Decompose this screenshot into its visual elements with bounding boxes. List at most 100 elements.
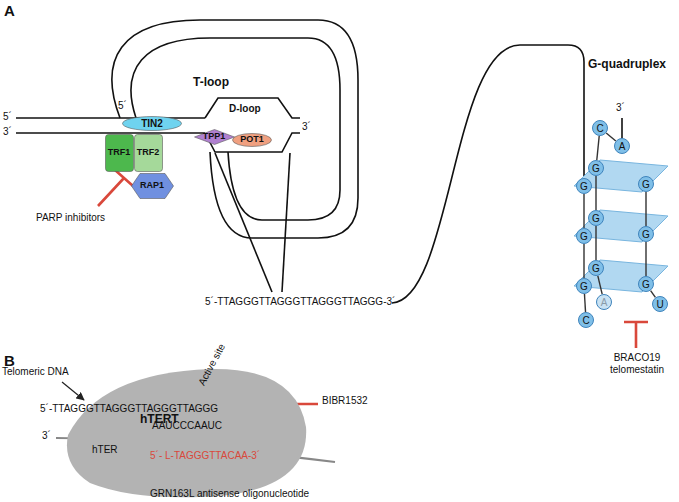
base-circle: C [578, 312, 594, 328]
base-circle: G [576, 178, 592, 194]
base-letter: G [642, 179, 650, 190]
protein-shape: TIN2 [122, 116, 182, 131]
base-letter: G [592, 163, 600, 174]
node-shape [589, 161, 604, 176]
overhang-strand [392, 45, 584, 303]
node-shape [577, 229, 592, 244]
backbone-line [595, 176, 596, 210]
pointer-arrow [62, 382, 84, 400]
node-shape [639, 227, 654, 242]
node-shape [615, 139, 630, 154]
text-label: 5´ [118, 100, 127, 112]
base-letter: G [642, 279, 650, 290]
base-letter: G [642, 229, 650, 240]
node-shape [639, 277, 654, 292]
text-label: hTER [92, 444, 118, 456]
inhibitor-bar [98, 170, 133, 206]
backbone-line [584, 294, 585, 312]
node-shape [589, 211, 604, 226]
enzyme-shape: hTERT [60, 365, 310, 500]
base-circle: G [576, 228, 592, 244]
base-letter: C [596, 123, 603, 134]
base-letter: A [601, 297, 608, 308]
backbone-line [583, 194, 584, 228]
node-shape [579, 313, 594, 328]
text-label: AAUCCCAAUC [152, 420, 222, 432]
base-circle: U [652, 296, 668, 312]
text-label: BRACO19 telomestatin [604, 352, 670, 375]
text-label: 3´ [42, 430, 51, 442]
node-label: TIN2 [141, 118, 163, 129]
base-letter: G [580, 281, 588, 292]
base-circle: G [588, 260, 604, 276]
node-shape [123, 116, 182, 130]
text-label: PARP inhibitors [36, 212, 105, 224]
base-circle: G [588, 210, 604, 226]
text-label: Telomeric DNA [2, 366, 69, 378]
text-label: 5´ [3, 111, 12, 123]
backbone-line [645, 242, 646, 276]
base-letter: G [580, 181, 588, 192]
base-circle: G [638, 276, 654, 292]
text-label: D-loop [229, 103, 261, 115]
leader-line [282, 153, 290, 292]
dna-strand [16, 20, 622, 303]
base-circle: G [588, 160, 604, 176]
protein-shape: RAP1 [131, 173, 174, 199]
tetrad-plane [574, 160, 668, 292]
node-shape [577, 179, 592, 194]
text-label: GRN163L antisense oligonucleotide [150, 488, 309, 500]
backbone-line [583, 244, 584, 278]
node-shape [577, 279, 592, 294]
node-shape [653, 297, 668, 312]
text-label: 5´-TTAGGGTTAGGGTTAGGGTTAGGG-3´ [205, 296, 395, 308]
base-letter: G [580, 231, 588, 242]
node-shape [134, 135, 162, 172]
node-label: TRF1 [108, 148, 131, 158]
base-letter: G [592, 213, 600, 224]
text-label: 3´ [3, 126, 12, 138]
backbone-line [597, 136, 599, 160]
node-label: TRF2 [137, 148, 160, 158]
protein-shape: TPP1 [194, 129, 235, 145]
text-label: 5´- L-TAGGGTTACAA-3´ [150, 450, 260, 462]
backbone-line [651, 291, 656, 298]
base-circle: A [614, 138, 630, 154]
text-label: 5´-TTAGGGTTAGGGTTAGGGTTAGGG [40, 403, 218, 415]
node-shape [131, 174, 173, 199]
t-loop-outer [112, 20, 358, 238]
base-circle: G [638, 176, 654, 192]
top-strand [16, 117, 205, 119]
node-label: TPP1 [203, 132, 226, 142]
inhibitor-bar [624, 322, 648, 348]
backbone-line [645, 192, 646, 226]
protein-shape: TRF1 [105, 134, 134, 172]
text-label: Active site [196, 342, 228, 388]
bottom-strand [16, 132, 205, 134]
text-label: 3´ [616, 102, 625, 114]
node-label: POT1 [240, 135, 264, 145]
backbone-line [595, 226, 596, 260]
text-label: 3´ [302, 121, 311, 133]
node-shape [639, 177, 654, 192]
base-letter: U [656, 299, 663, 310]
text-label: BIBR1532 [322, 395, 368, 407]
text-label: G-quadruplex [588, 58, 666, 72]
node-shape [194, 130, 234, 145]
node-shape [67, 368, 306, 496]
node-outline [60, 365, 310, 500]
base-letter: A [619, 141, 626, 152]
d-loop-top [205, 98, 300, 118]
backbone-line [606, 133, 616, 141]
node-shape [233, 134, 272, 147]
node-shape [105, 135, 133, 172]
text-label: T-loop [193, 76, 229, 90]
base-letter: G [592, 263, 600, 274]
backbone-line [598, 276, 602, 294]
base-circle: A [596, 294, 612, 310]
leader-line [215, 153, 272, 292]
node-shape [589, 261, 604, 276]
overhang-end [621, 118, 623, 138]
node-shape [597, 295, 612, 310]
text-label: A [4, 2, 15, 19]
